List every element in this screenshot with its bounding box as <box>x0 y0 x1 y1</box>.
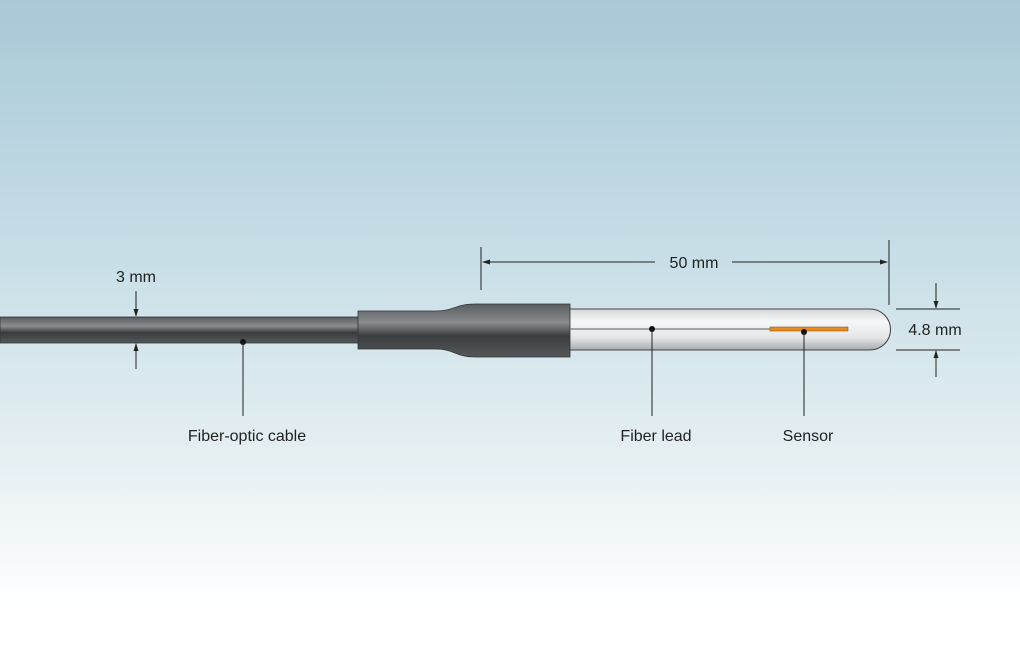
label-fiber-lead: Fiber lead <box>620 428 691 445</box>
dim-cable-diameter: 3 mm <box>116 269 156 286</box>
dim-probe-length: 50 mm <box>670 255 719 272</box>
fiber-optic-cable <box>0 316 361 344</box>
cable-boot <box>357 303 571 358</box>
dim-probe-diameter: 4.8 mm <box>908 322 961 339</box>
sensor-element <box>769 326 849 332</box>
label-sensor: Sensor <box>783 428 834 445</box>
label-cable: Fiber-optic cable <box>188 428 306 445</box>
